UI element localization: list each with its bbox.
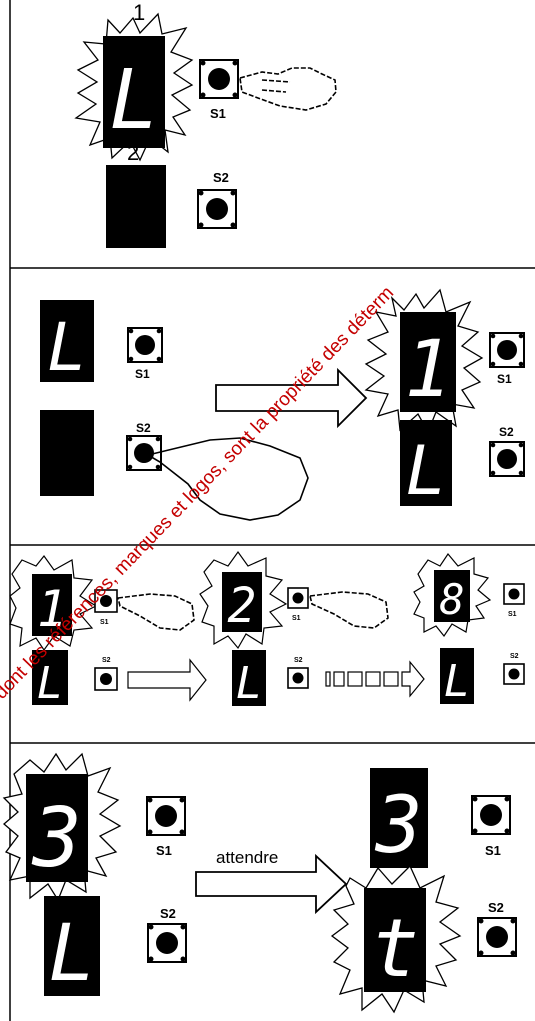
display-char: 3 [31, 791, 81, 886]
step1-panel: 1 L S1 2 S2 [76, 0, 336, 248]
wait-label: attendre [216, 848, 278, 867]
button-label-s1: S1 [210, 106, 226, 121]
button-label-s1: S1 [135, 367, 150, 381]
display-char: L [406, 432, 447, 511]
display-char: t [371, 902, 419, 995]
button-label-s1: S1 [485, 843, 501, 858]
push-button-s1[interactable] [288, 588, 308, 608]
button-label-s1: S1 [497, 372, 512, 386]
button-label-s1: S1 [100, 619, 109, 626]
hand-icon [310, 592, 388, 628]
hand-icon [240, 68, 336, 110]
button-label-s2: S2 [213, 170, 229, 185]
button-label-s1: S1 [292, 615, 301, 622]
button-label-s2: S2 [510, 653, 519, 660]
button-label-s2: S2 [499, 425, 514, 439]
push-button-s2[interactable]: S2 [504, 653, 524, 684]
display-char: 8 [439, 575, 464, 624]
button-label-s2: S2 [102, 657, 111, 664]
repeat-arrow [326, 662, 424, 696]
display2-number: 2 [127, 140, 139, 165]
display-char: 3 [375, 781, 423, 871]
step3-panel: 1 S1 L S2 2 S1 L S2 [10, 552, 524, 709]
display-char: L [47, 309, 87, 386]
display-char: L [236, 658, 263, 709]
push-button-s2[interactable]: S2 [95, 657, 117, 690]
push-button-s1[interactable] [147, 797, 185, 835]
button-label-s2: S2 [488, 900, 504, 915]
display-char: L [49, 909, 96, 999]
hand-icon [118, 594, 194, 630]
push-button-s2-result[interactable]: S2 [478, 900, 516, 956]
push-button-s1-result[interactable] [490, 333, 524, 367]
button-label-s1: S1 [156, 843, 172, 858]
push-button-s1-result[interactable] [472, 796, 510, 834]
seven-segment-display-blank [40, 410, 94, 496]
display-char: 2 [228, 578, 257, 634]
button-label-s2: S2 [294, 657, 303, 664]
display-char: 1 [405, 325, 452, 415]
seven-segment-display-blank [106, 165, 166, 248]
display-char: L [109, 53, 158, 148]
button-label-s2: S2 [136, 421, 151, 435]
push-button-s2[interactable]: S2 [288, 657, 308, 688]
push-button-s2[interactable]: S2 [198, 170, 236, 228]
push-button-s2[interactable]: S2 [148, 906, 186, 962]
push-button-s1[interactable] [200, 60, 238, 98]
button-label-s1: S1 [508, 611, 517, 618]
transition-arrow [128, 660, 206, 700]
step4-panel: 3 S1 L S2 attendre 3 S1 t [4, 754, 516, 1012]
display-char: L [444, 656, 471, 707]
push-button-s1[interactable] [504, 584, 524, 604]
push-button-s2-result[interactable]: S2 [490, 425, 524, 476]
push-button-s2[interactable]: S2 [127, 421, 161, 470]
button-label-s2: S2 [160, 906, 176, 921]
push-button-s1[interactable] [128, 328, 162, 362]
hand-finger-lines [262, 80, 290, 92]
